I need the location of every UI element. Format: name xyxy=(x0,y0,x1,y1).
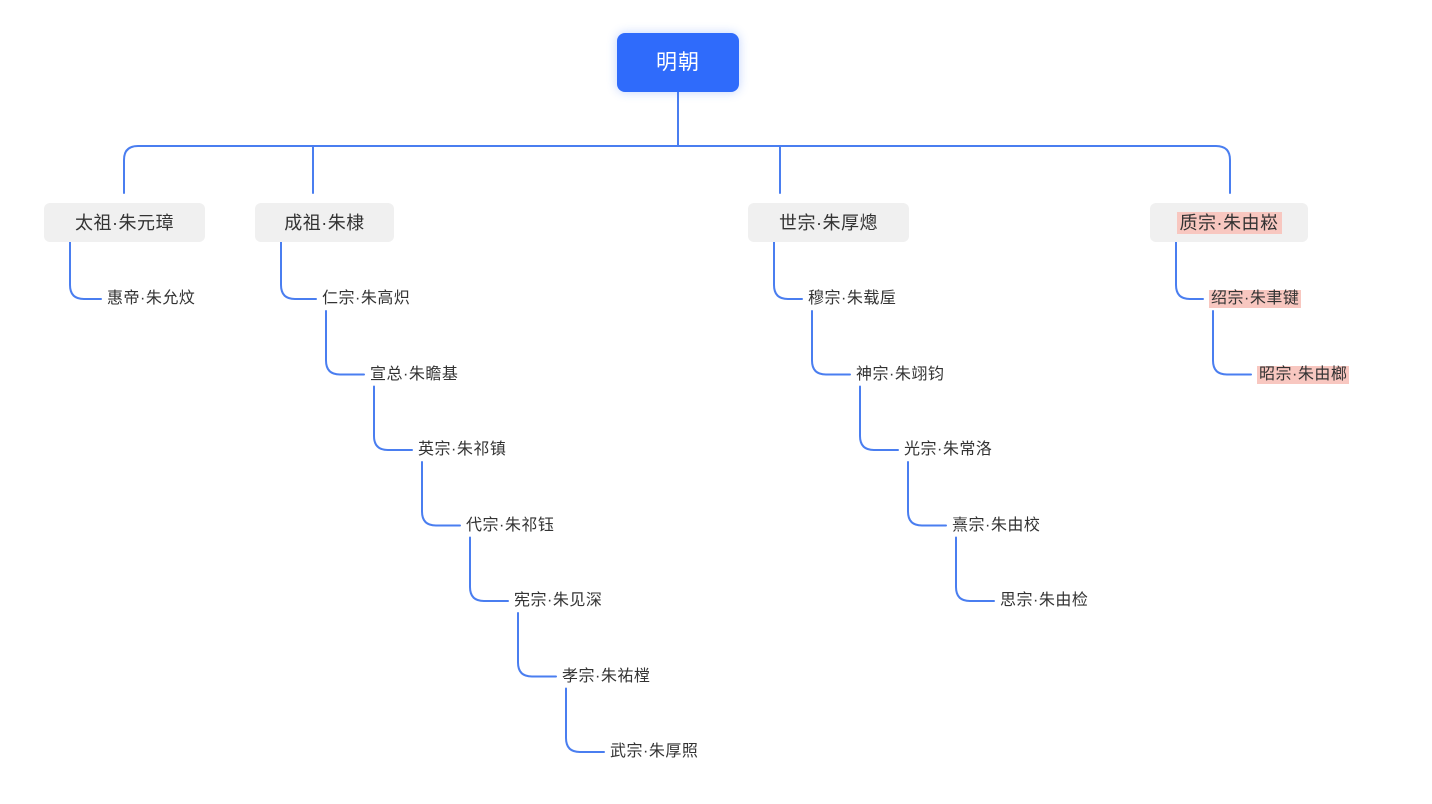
node-chengzu-7[interactable]: 武宗·朱厚照 xyxy=(610,740,698,764)
node-label: 思宗·朱由检 xyxy=(1000,592,1089,609)
node-shizong-5[interactable]: 思宗·朱由检 xyxy=(1000,589,1088,613)
node-taizu[interactable]: 太祖·朱元璋 xyxy=(44,203,205,242)
node-label: 熹宗·朱由校 xyxy=(952,516,1041,534)
node-shizong-1[interactable]: 穆宗·朱载垕 xyxy=(808,287,896,311)
node-chengzu-3[interactable]: 英宗·朱祁镇 xyxy=(418,438,506,462)
node-label: 绍宗·朱聿键 xyxy=(1209,290,1302,308)
node-shizong[interactable]: 世宗·朱厚熜 xyxy=(748,203,909,242)
connector xyxy=(907,461,947,527)
node-label: 世宗·朱厚熜 xyxy=(779,212,878,233)
node-taizu-1[interactable]: 惠帝·朱允炆 xyxy=(107,287,195,311)
connector xyxy=(1212,310,1252,376)
node-label: 代宗·朱祁钰 xyxy=(466,516,555,534)
connector xyxy=(280,241,317,300)
node-zhizong-1[interactable]: 绍宗·朱聿键 xyxy=(1209,287,1302,311)
connector xyxy=(811,310,851,376)
node-label: 光宗·朱常洛 xyxy=(904,441,993,458)
node-chengzu-2[interactable]: 宣总·朱瞻基 xyxy=(370,363,458,387)
node-shizong-4[interactable]: 熹宗·朱由校 xyxy=(952,514,1040,538)
connector xyxy=(123,145,1231,194)
node-label: 成祖·朱棣 xyxy=(284,212,365,233)
node-label: 武宗·朱厚照 xyxy=(610,743,699,760)
connector xyxy=(421,461,461,527)
node-label: 穆宗·朱载垕 xyxy=(808,290,897,307)
node-label: 惠帝·朱允炆 xyxy=(107,290,196,307)
node-zhizong-2[interactable]: 昭宗·朱由榔 xyxy=(1257,363,1350,387)
node-label: 孝宗·朱祐樘 xyxy=(562,667,651,685)
node-label: 仁宗·朱高炽 xyxy=(322,290,411,307)
node-label: 昭宗·朱由榔 xyxy=(1257,365,1350,384)
root-node[interactable]: 明朝 xyxy=(617,33,739,92)
connector xyxy=(565,687,605,753)
node-label: 质宗·朱由崧 xyxy=(1176,211,1282,234)
connector xyxy=(373,385,413,451)
node-chengzu-1[interactable]: 仁宗·朱高炽 xyxy=(322,287,410,311)
connector xyxy=(773,241,803,300)
node-shizong-3[interactable]: 光宗·朱常洛 xyxy=(904,438,992,462)
node-label: 神宗·朱翊钧 xyxy=(856,365,945,383)
node-chengzu[interactable]: 成祖·朱棣 xyxy=(255,203,394,242)
connector xyxy=(955,536,995,602)
connector xyxy=(859,385,899,451)
node-label: 英宗·朱祁镇 xyxy=(418,441,507,458)
node-chengzu-6[interactable]: 孝宗·朱祐樘 xyxy=(562,665,650,689)
connector xyxy=(1175,241,1204,300)
node-label: 太祖·朱元璋 xyxy=(75,212,174,233)
connector xyxy=(517,612,557,678)
connector xyxy=(469,536,509,602)
connector xyxy=(69,241,102,300)
node-chengzu-4[interactable]: 代宗·朱祁钰 xyxy=(466,514,554,538)
connector xyxy=(325,310,365,376)
node-chengzu-5[interactable]: 宪宗·朱见深 xyxy=(514,589,602,613)
node-shizong-2[interactable]: 神宗·朱翊钧 xyxy=(856,363,944,387)
node-zhizong[interactable]: 质宗·朱由崧 xyxy=(1150,203,1308,242)
node-label: 宣总·朱瞻基 xyxy=(370,365,459,383)
node-label: 明朝 xyxy=(656,51,700,74)
node-label: 宪宗·朱见深 xyxy=(514,592,603,609)
